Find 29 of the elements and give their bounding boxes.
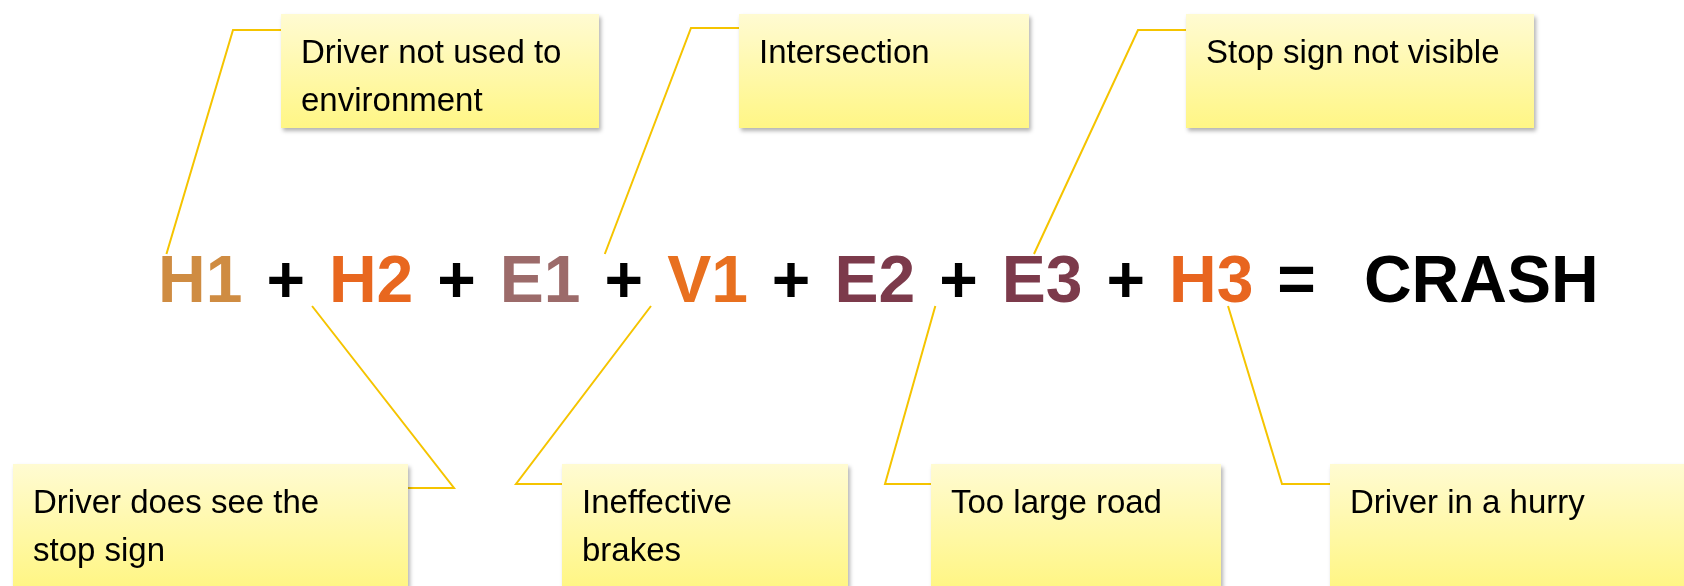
plus-sign: + — [771, 246, 811, 312]
callout-note: Driver in a hurry — [1330, 464, 1684, 586]
leader-line — [603, 27, 740, 255]
plus-sign: + — [1106, 246, 1145, 312]
plus-sign: + — [939, 246, 978, 312]
callout-note: Driver not used to environment — [281, 14, 599, 128]
equals-sign: = — [1277, 246, 1316, 312]
leader-line — [1033, 29, 1187, 255]
callout-note: Driver does see the stop sign — [13, 464, 408, 586]
leader-line — [514, 305, 652, 485]
factor-code: E1 — [499, 246, 581, 312]
factor-code: V1 — [667, 246, 748, 312]
plus-sign: + — [437, 246, 476, 312]
factor-code: E3 — [1001, 246, 1083, 312]
leader-line — [311, 305, 457, 489]
leader-line — [1227, 305, 1331, 485]
factor-code: H1 — [158, 246, 243, 312]
factor-code: E2 — [834, 246, 916, 312]
plus-sign: + — [266, 246, 305, 312]
leader-line — [883, 305, 937, 485]
factor-code: H2 — [328, 246, 414, 312]
leader-line — [165, 29, 282, 255]
callout-note: Ineffective brakes — [562, 464, 848, 586]
callout-note: Too large road — [931, 464, 1221, 586]
result-text: CRASH — [1363, 246, 1599, 312]
callout-note: Stop sign not visible — [1186, 14, 1534, 128]
callout-note: Intersection — [739, 14, 1029, 128]
plus-sign: + — [604, 246, 644, 312]
factor-code: H3 — [1168, 246, 1254, 312]
